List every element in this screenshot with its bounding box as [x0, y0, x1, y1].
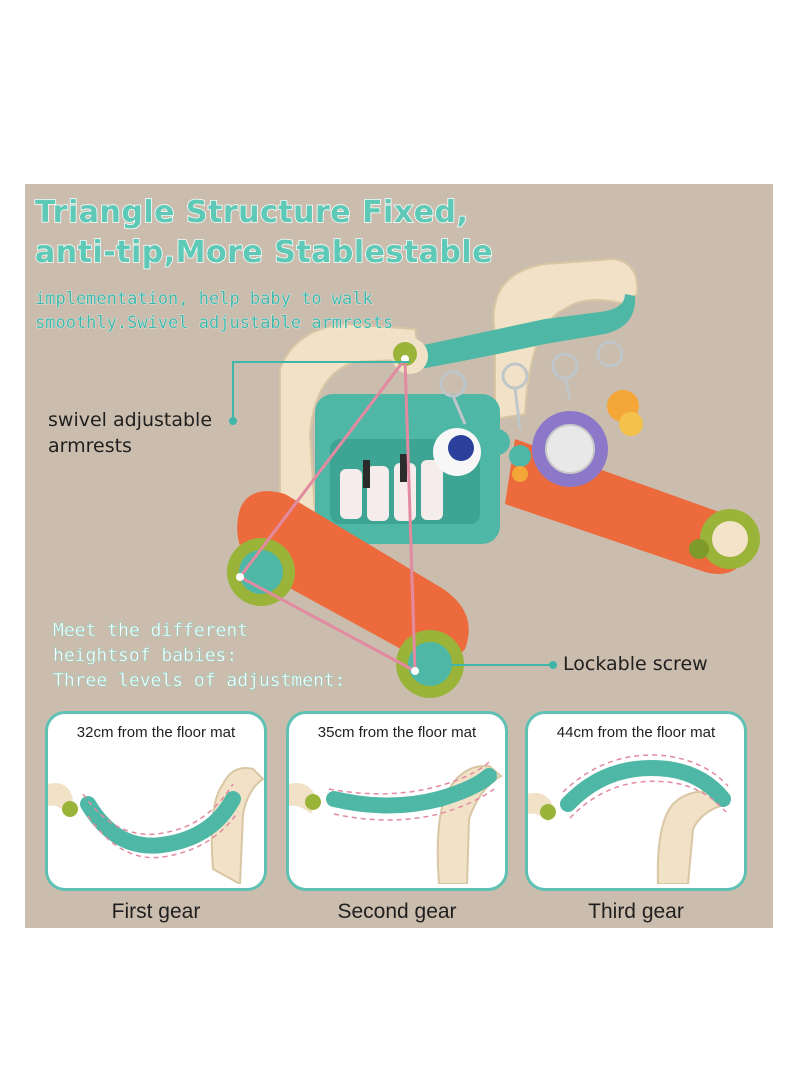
- gear-height-label: 35cm from the floor mat: [317, 724, 477, 741]
- gear-height-label: 32cm from the floor mat: [76, 724, 236, 741]
- gear-illustration-third: [528, 754, 731, 884]
- armrest-callout-line-1: swivel adjustable: [48, 409, 213, 431]
- gear-card-second: 35cm from the floor mat: [286, 711, 508, 891]
- gear-name-third: Third gear: [588, 900, 684, 923]
- adjustment-line-2: heightsof babies:: [53, 645, 238, 666]
- adjustment-line-3: Three levels of adjustment:: [53, 670, 346, 691]
- gear-name-second: Second gear: [337, 900, 457, 923]
- headline-line-2: anti-tip,More Stablestable: [34, 234, 494, 271]
- armrest-callout-line-2: armrests: [48, 435, 132, 457]
- gear-height-label: 44cm from the floor mat: [556, 724, 716, 741]
- gear-card-first: 32cm from the floor mat: [45, 711, 267, 891]
- subtext-line-2: smoothly.Swivel adjustable armrests: [35, 313, 394, 334]
- gear-card-third: 44cm from the floor mat: [525, 711, 747, 891]
- product-panel: Triangle Structure Fixed, anti-tip,More …: [25, 184, 773, 928]
- adjustment-line-1: Meet the different: [53, 620, 249, 641]
- headline-line-1: Triangle Structure Fixed,: [34, 194, 469, 231]
- gear-name-first: First gear: [111, 900, 201, 923]
- subtext-line-1: implementation, help baby to walk: [35, 289, 373, 310]
- screw-callout: Lockable screw: [563, 653, 708, 675]
- gear-illustration-second: [289, 761, 503, 884]
- walker-illustration: [227, 257, 760, 698]
- gear-illustration-first: [48, 767, 264, 884]
